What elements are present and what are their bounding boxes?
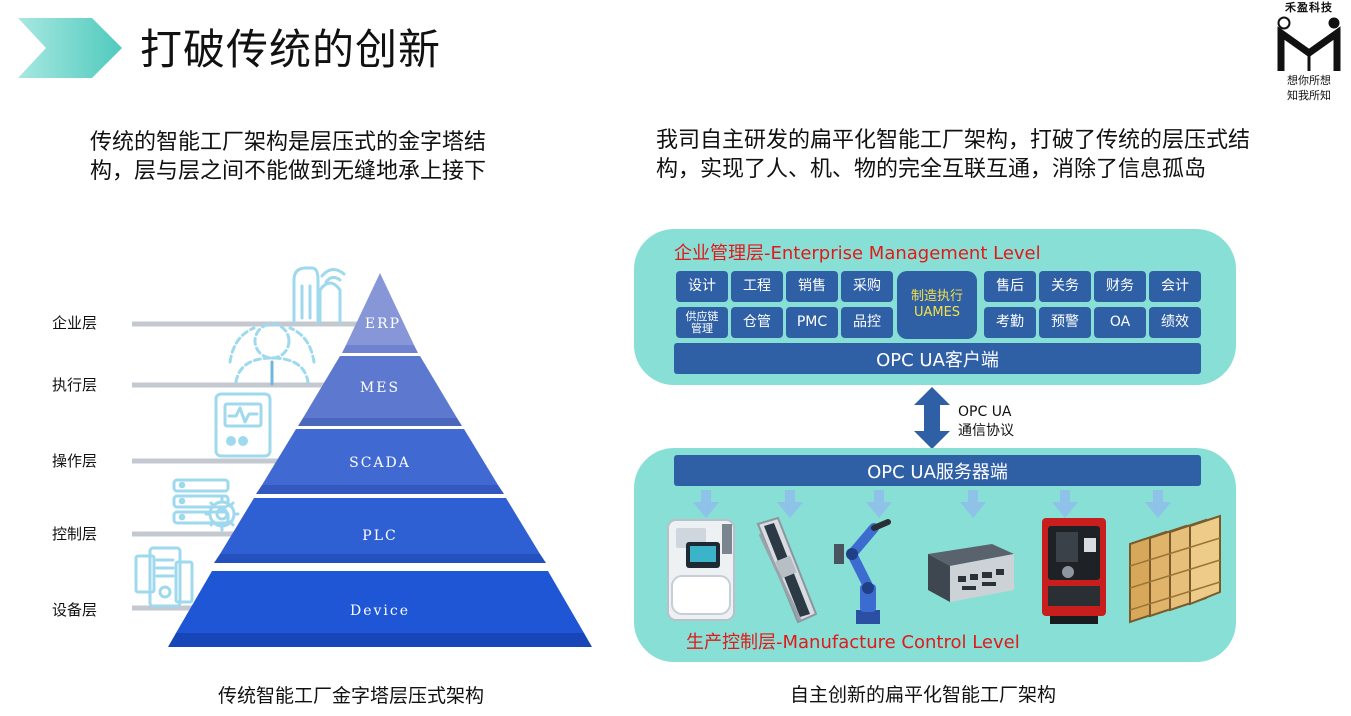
- layer-label-enterprise: 企业层: [52, 314, 98, 332]
- tier-label-plc: PLC: [362, 528, 397, 544]
- layer-label-operation: 操作层: [52, 452, 98, 470]
- opc-ua-client-bar: OPC UA客户端: [674, 343, 1201, 374]
- down-arrow-icon: [1145, 490, 1171, 518]
- module-design: 设计: [676, 271, 728, 302]
- server-gear-icon: [172, 478, 240, 532]
- pyramid-tier-mes: [303, 356, 457, 418]
- down-arrow-icon: [866, 490, 892, 518]
- down-arrow-icon: [693, 490, 719, 518]
- manufacture-level-title: 生产控制层-Manufacture Control Level: [686, 632, 1020, 653]
- worker-icon: [228, 322, 316, 384]
- module-purchasing: 采购: [841, 271, 893, 302]
- layer-label-control: 控制层: [52, 525, 98, 543]
- layer-label-device: 设备层: [52, 601, 98, 619]
- module-customs: 关务: [1039, 271, 1091, 302]
- module-warehouse: 仓管: [731, 307, 783, 338]
- down-arrow-icon: [777, 490, 803, 518]
- down-arrow-icon: [960, 490, 986, 518]
- building-icon: [292, 266, 346, 324]
- tier-label-scada: SCADA: [349, 455, 411, 471]
- warehouse-rack-icon: [1129, 514, 1221, 624]
- module-alert: 预警: [1039, 307, 1091, 338]
- uames-line2: UAMES: [913, 305, 961, 320]
- industrial-pc-icon: [928, 544, 1014, 602]
- pyramid-tier-device: [176, 571, 584, 633]
- module-accounting: 会计: [1149, 271, 1201, 302]
- tier-label-erp: ERP: [365, 316, 401, 332]
- traditional-description: 传统的智能工厂架构是层压式的金字塔结构，层与层之间不能做到无缝地承上接下: [90, 130, 487, 184]
- cnc-machine-icon: [1042, 518, 1106, 624]
- module-attendance: 考勤: [984, 307, 1036, 338]
- flat-architecture-description: 我司自主研发的扁平化智能工厂架构，打破了传统的层压式结构，实现了人、机、物的完全…: [656, 128, 1251, 182]
- module-supply-chain: 供应链管理: [676, 307, 728, 338]
- pyramid-tier-plc: [220, 498, 540, 554]
- title-chevron-icon: [18, 18, 122, 78]
- page-title: 打破传统的创新: [140, 25, 442, 74]
- protocol-label-line2: 通信协议: [958, 423, 1014, 439]
- module-performance: 绩效: [1149, 307, 1201, 338]
- tier-label-mes: MES: [360, 380, 400, 396]
- robot-arm-icon: [834, 519, 891, 624]
- module-engineering: 工程: [731, 271, 783, 302]
- uames-line1: 制造执行: [910, 289, 963, 304]
- pyramid-caption: 传统智能工厂金字塔层压式架构: [218, 685, 485, 707]
- flat-architecture-caption: 自主创新的扁平化智能工厂架构: [790, 684, 1057, 706]
- pyramid-tier-erp: [346, 273, 414, 345]
- logo-slogan-line1: 想你所想: [1287, 74, 1331, 87]
- enterprise-level-title: 企业管理层-Enterprise Management Level: [674, 243, 1041, 264]
- down-arrow-icon: [1052, 490, 1078, 518]
- protocol-label-line1: OPC UA: [958, 404, 1012, 420]
- module-sales: 销售: [786, 271, 838, 302]
- module-oa: OA: [1094, 307, 1146, 338]
- machine-doc-icon: [134, 546, 194, 608]
- pyramid-diagram: ERP MES SCADA PLC Device: [132, 266, 592, 647]
- module-quality: 品控: [841, 307, 893, 338]
- module-pmc: PMC: [786, 307, 838, 338]
- layer-label-execution: 执行层: [52, 376, 98, 394]
- double-arrow-icon: [914, 387, 950, 449]
- logo-slogan-line2: 知我所知: [1287, 89, 1331, 102]
- monitor-icon: [214, 392, 272, 458]
- module-after-sales: 售后: [984, 271, 1036, 302]
- pyramid-tier-scada: [262, 429, 498, 485]
- logo-brand: 禾盈科技: [1285, 1, 1333, 14]
- linear-rail-icon: [756, 516, 818, 624]
- module-finance: 财务: [1094, 271, 1146, 302]
- opc-ua-server-bar: OPC UA服务器端: [674, 455, 1201, 486]
- lab-analyzer-icon: [667, 519, 735, 621]
- logo-mark-icon: [1277, 16, 1341, 71]
- tier-label-device: Device: [350, 603, 410, 619]
- company-logo: 禾盈科技 想你所想 知我所知: [1270, 0, 1348, 106]
- uames-module: 制造执行 UAMES: [897, 271, 977, 339]
